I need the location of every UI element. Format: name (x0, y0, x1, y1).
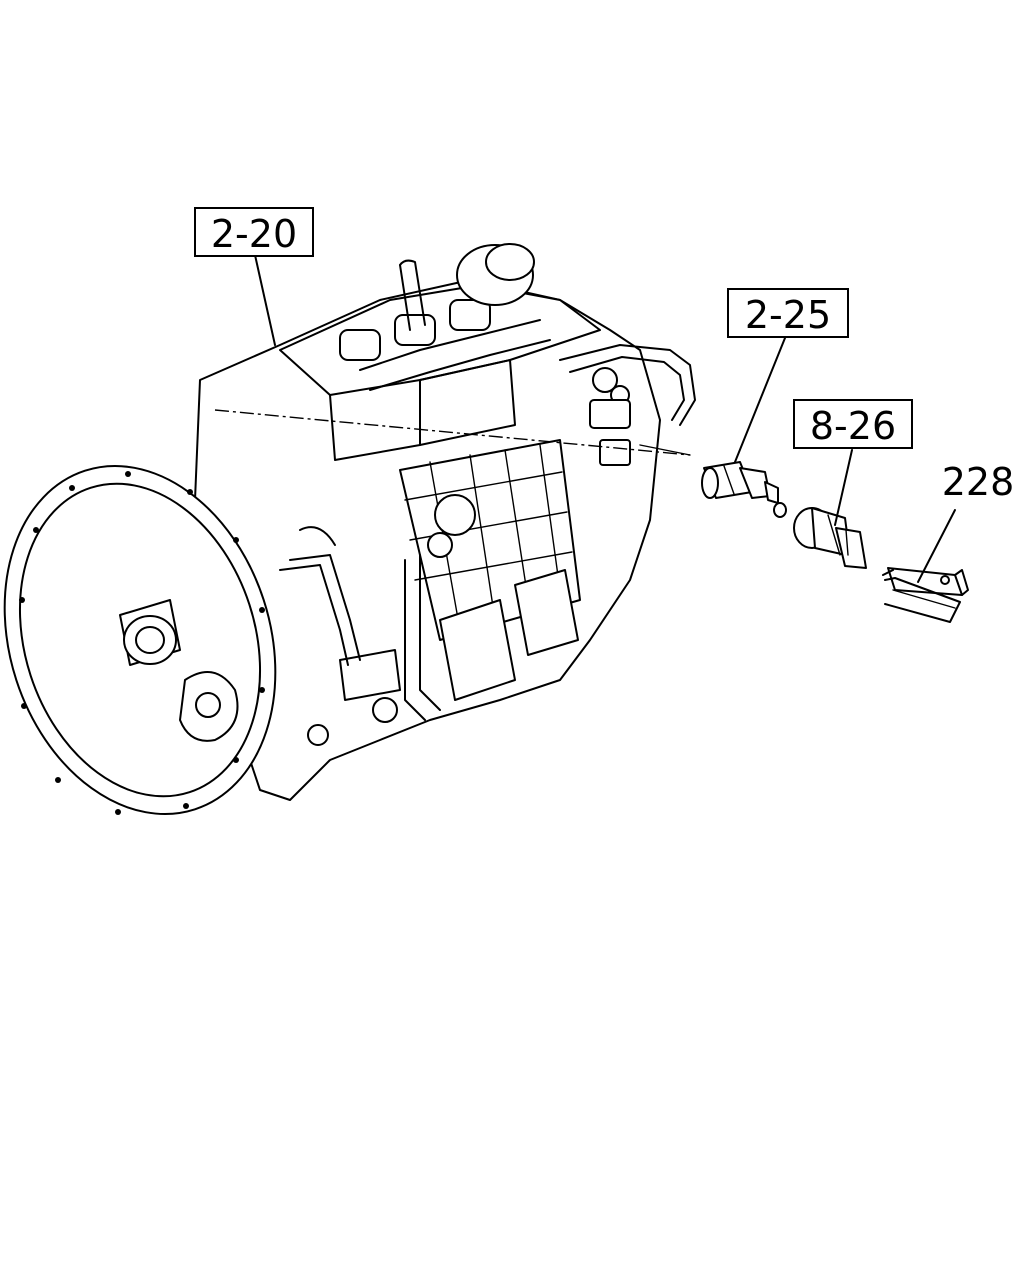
callout-2-25[interactable]: 2-25 (727, 288, 849, 338)
callout-2-25-text: 2-25 (745, 293, 831, 337)
callout-2-20-text: 2-20 (211, 212, 297, 256)
callout-8-26-text: 8-26 (810, 404, 896, 448)
transmission-assembly (3, 243, 696, 815)
leader-8-26 (834, 449, 853, 526)
pressure-switch-lower (793, 507, 867, 569)
pressure-switch-upper (701, 461, 787, 518)
bracket-228 (882, 567, 969, 623)
callout-228-text: 228 (942, 460, 1015, 504)
centerline (214, 409, 691, 456)
callout-2-20[interactable]: 2-20 (194, 207, 314, 257)
input-shaft (119, 599, 239, 742)
shift-tower (279, 243, 601, 461)
callout-228[interactable]: 228 (942, 460, 1015, 504)
air-pipes (559, 344, 696, 466)
leader-2-25 (734, 337, 786, 463)
valve-block (404, 494, 579, 721)
leader-2-20 (254, 254, 276, 346)
callout-8-26[interactable]: 8-26 (793, 399, 913, 449)
leader-228 (917, 509, 956, 583)
lower-fittings (279, 526, 401, 746)
